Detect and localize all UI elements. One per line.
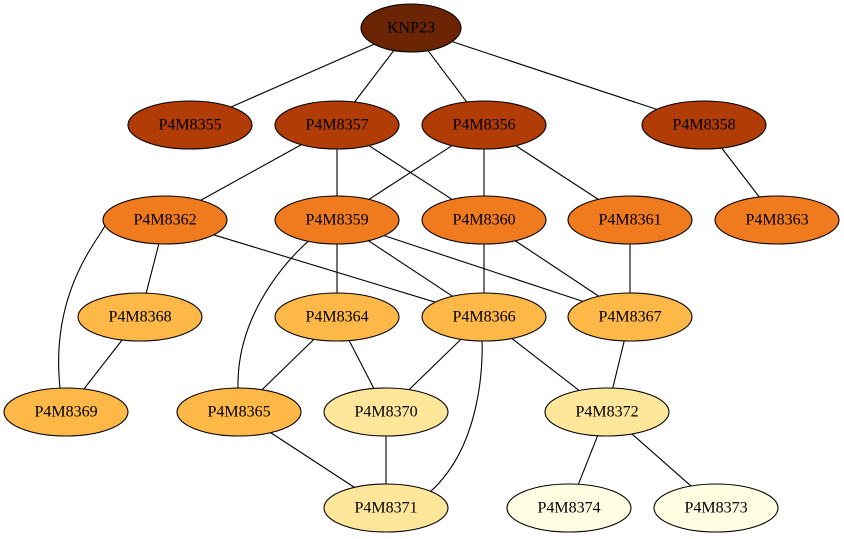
node-label: P4M8362 — [133, 212, 196, 229]
node-ellipse — [274, 292, 400, 342]
graph-edges — [58, 41, 760, 493]
edge-p4m8359-p4m8366 — [368, 240, 453, 297]
node-label: P4M8373 — [684, 500, 747, 517]
edge-p4m8364-p4m8370 — [348, 340, 375, 389]
node-p4m8373[interactable]: P4M8373 — [653, 483, 779, 533]
edge-p4m8364-p4m8365 — [261, 338, 315, 391]
edge-p4m8356-p4m8359 — [368, 145, 453, 200]
node-p4m8371[interactable]: P4M8371 — [323, 483, 449, 533]
node-ellipse — [102, 195, 228, 245]
node-label: P4M8358 — [672, 117, 735, 134]
edge-knp23-p4m8357 — [354, 50, 395, 103]
node-label: P4M8360 — [452, 212, 515, 229]
edge-p4m8358-p4m8363 — [721, 147, 760, 198]
node-ellipse — [323, 483, 449, 533]
node-p4m8368[interactable]: P4M8368 — [77, 292, 203, 342]
node-label: P4M8372 — [575, 404, 638, 421]
node-label: P4M8367 — [598, 309, 661, 326]
edge-p4m8367-p4m8372 — [612, 340, 625, 389]
edge-p4m8356-p4m8361 — [515, 145, 599, 200]
node-p4m8355[interactable]: P4M8355 — [127, 100, 253, 150]
node-label: P4M8355 — [158, 117, 221, 134]
node-ellipse — [567, 292, 693, 342]
edge-p4m8360-p4m8367 — [514, 240, 600, 297]
node-p4m8360[interactable]: P4M8360 — [421, 195, 547, 245]
node-knp23[interactable]: KNP23 — [360, 3, 462, 53]
node-label: P4M8371 — [354, 500, 417, 517]
edge-p4m8368-p4m8369 — [83, 339, 123, 390]
edge-knp23-p4m8356 — [427, 50, 468, 103]
node-p4m8357[interactable]: P4M8357 — [274, 100, 400, 150]
node-label: P4M8359 — [305, 212, 368, 229]
node-ellipse — [274, 100, 400, 150]
edge-p4m8366-p4m8372 — [511, 338, 580, 391]
node-label: P4M8369 — [34, 404, 97, 421]
node-ellipse — [714, 195, 840, 245]
node-p4m8365[interactable]: P4M8365 — [176, 387, 302, 437]
node-ellipse — [77, 292, 203, 342]
edge-knp23-p4m8358 — [451, 41, 658, 110]
node-ellipse — [274, 195, 400, 245]
node-p4m8356[interactable]: P4M8356 — [421, 100, 547, 150]
edge-p4m8362-p4m8368 — [145, 243, 160, 294]
node-p4m8372[interactable]: P4M8372 — [544, 387, 670, 437]
node-ellipse — [567, 195, 693, 245]
node-ellipse — [127, 100, 253, 150]
edge-p4m8365-p4m8371 — [270, 432, 355, 488]
node-label: P4M8368 — [108, 309, 171, 326]
node-p4m8362[interactable]: P4M8362 — [102, 195, 228, 245]
edge-p4m8366-p4m8371 — [429, 340, 483, 493]
node-ellipse — [506, 483, 632, 533]
node-ellipse — [176, 387, 302, 437]
node-ellipse — [421, 100, 547, 150]
node-ellipse — [360, 3, 462, 53]
node-p4m8374[interactable]: P4M8374 — [506, 483, 632, 533]
edge-knp23-p4m8355 — [230, 43, 375, 108]
node-p4m8369[interactable]: P4M8369 — [3, 387, 129, 437]
node-p4m8364[interactable]: P4M8364 — [274, 292, 400, 342]
node-ellipse — [3, 387, 129, 437]
node-p4m8366[interactable]: P4M8366 — [421, 292, 547, 342]
node-label: P4M8356 — [452, 117, 515, 134]
edge-p4m8362-p4m8366 — [213, 234, 436, 303]
node-ellipse — [323, 387, 449, 437]
node-p4m8363[interactable]: P4M8363 — [714, 195, 840, 245]
edge-p4m8359-p4m8365 — [237, 240, 309, 389]
edge-p4m8366-p4m8370 — [408, 338, 462, 391]
node-p4m8370[interactable]: P4M8370 — [323, 387, 449, 437]
node-p4m8367[interactable]: P4M8367 — [567, 292, 693, 342]
edge-p4m8372-p4m8373 — [631, 433, 692, 487]
node-label: P4M8364 — [305, 309, 368, 326]
node-label: P4M8357 — [305, 117, 368, 134]
edge-p4m8357-p4m8362 — [200, 144, 302, 201]
node-p4m8359[interactable]: P4M8359 — [274, 195, 400, 245]
node-label: P4M8363 — [745, 212, 808, 229]
node-ellipse — [653, 483, 779, 533]
node-ellipse — [421, 195, 547, 245]
node-p4m8361[interactable]: P4M8361 — [567, 195, 693, 245]
node-ellipse — [421, 292, 547, 342]
node-ellipse — [641, 100, 767, 150]
node-ellipse — [544, 387, 670, 437]
edge-p4m8372-p4m8374 — [577, 435, 599, 485]
node-label: P4M8370 — [354, 404, 417, 421]
node-label: P4M8361 — [598, 212, 661, 229]
node-label: P4M8365 — [207, 404, 270, 421]
node-label: KNP23 — [387, 20, 435, 37]
node-label: P4M8366 — [452, 309, 515, 326]
node-label: P4M8374 — [537, 500, 600, 517]
node-p4m8358[interactable]: P4M8358 — [641, 100, 767, 150]
